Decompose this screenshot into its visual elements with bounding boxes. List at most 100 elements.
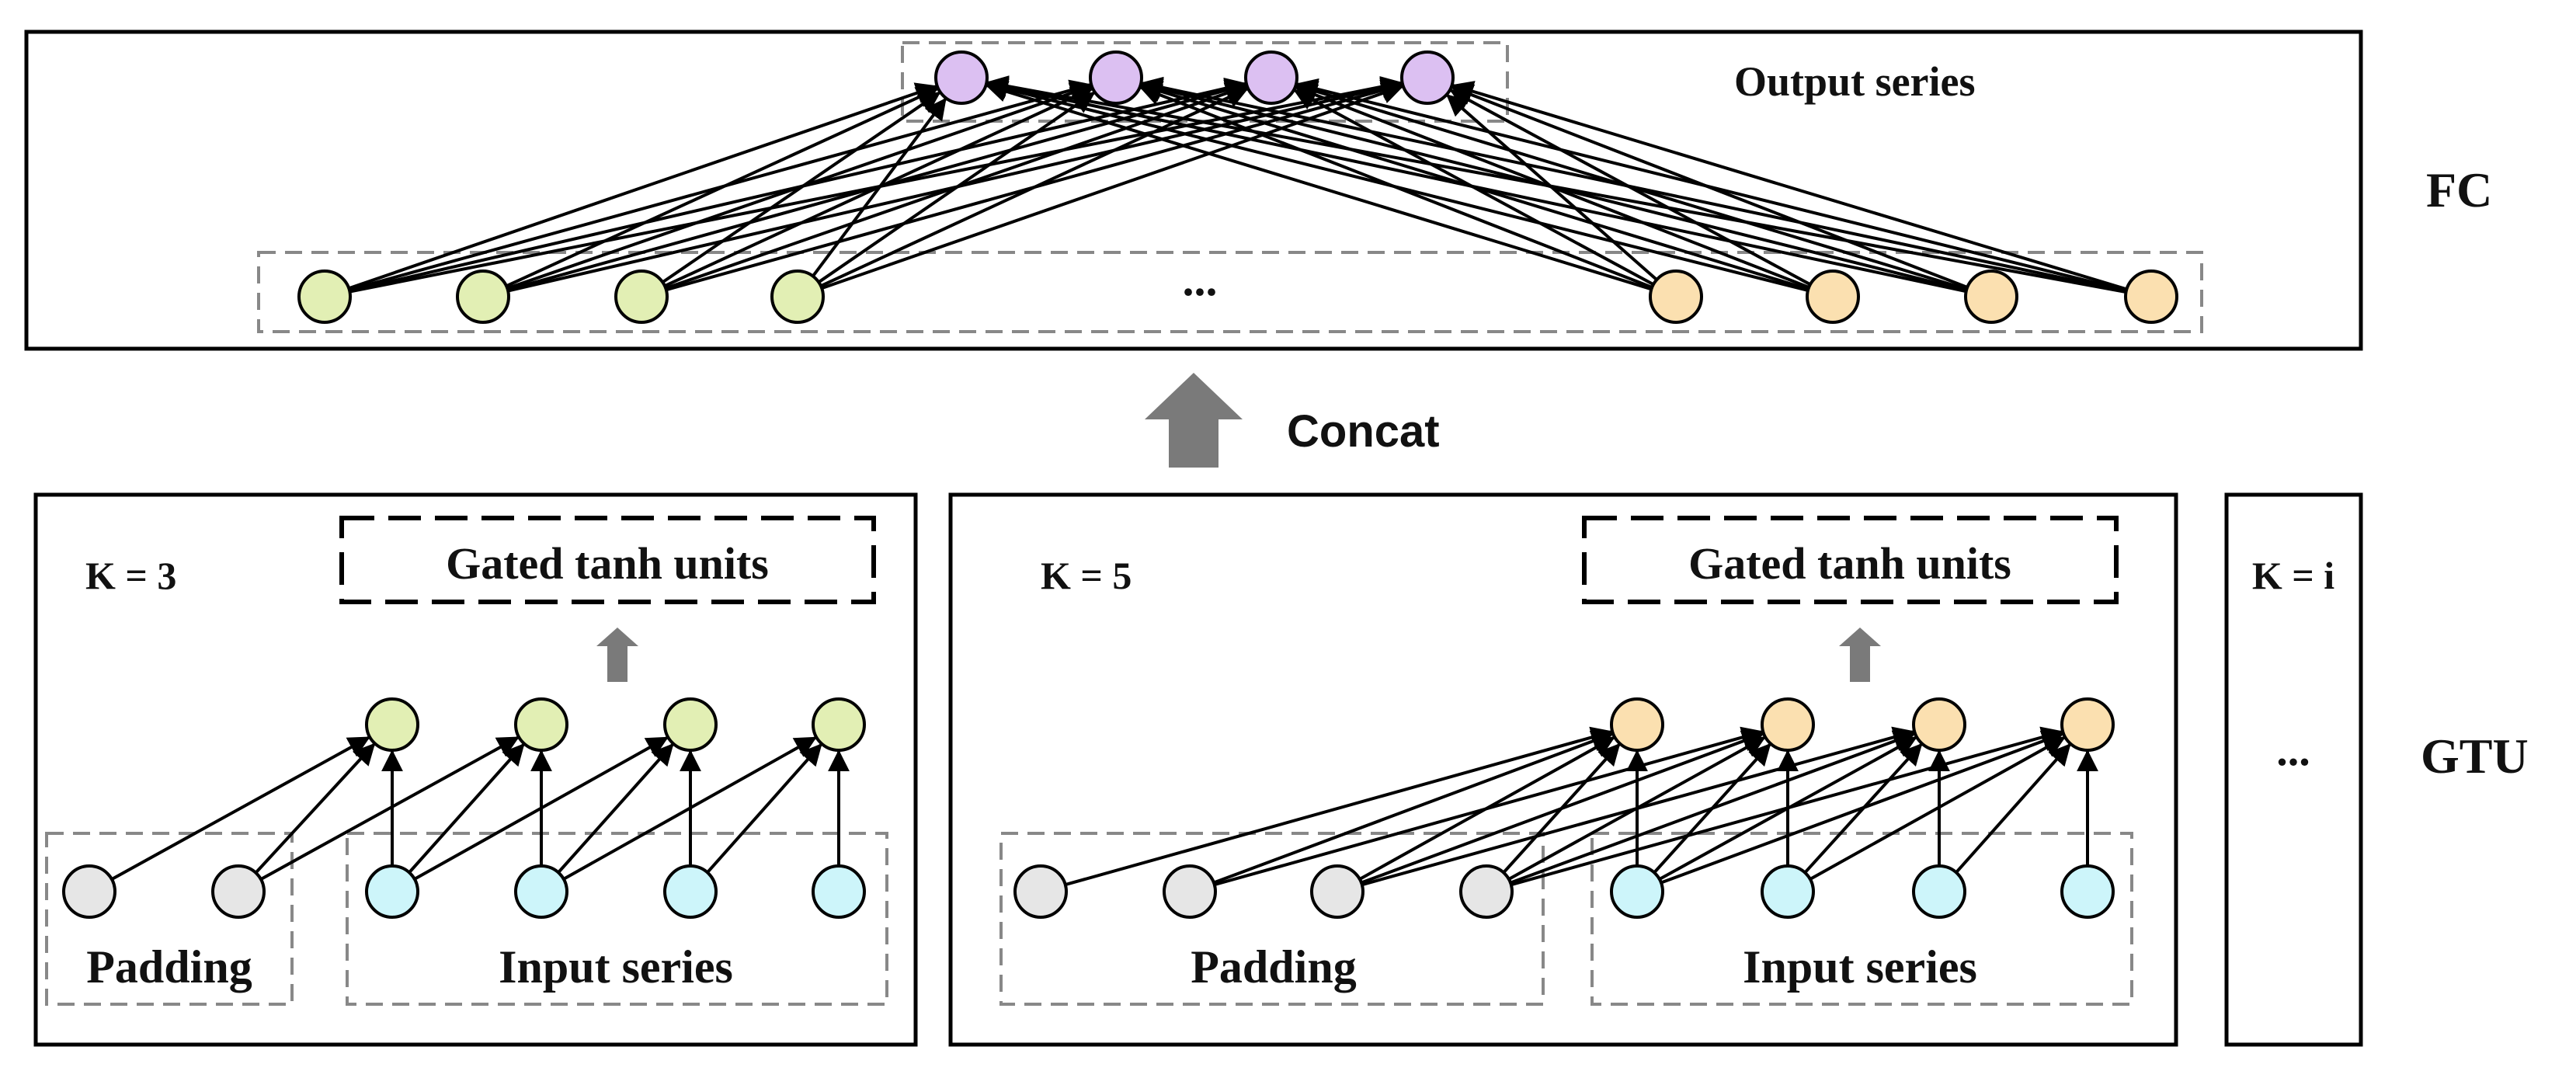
fc-input-node-green	[456, 269, 510, 324]
connection-arrow	[1451, 81, 2127, 291]
input-node	[812, 864, 866, 919]
connection-arrow	[706, 743, 822, 874]
connection-arrow	[662, 92, 941, 284]
connection-arrow	[408, 743, 525, 874]
ki-label: K = i	[2252, 554, 2334, 597]
input-node	[1610, 864, 1664, 919]
output-node	[1400, 50, 1455, 105]
padding-group-k3	[45, 832, 294, 1006]
input-group-k3	[346, 832, 888, 1006]
fc-ellipsis: ...	[1183, 254, 1218, 305]
gtu-block-k3	[33, 492, 918, 1047]
connection-arrow	[818, 92, 1096, 283]
input-node	[2060, 864, 2115, 919]
padding-node	[211, 864, 266, 919]
gtu-k3-connections	[110, 736, 850, 881]
gtu-output-node	[1761, 697, 1815, 752]
gtu-side-label: GTU	[2421, 728, 2529, 784]
fc-input-node-orange	[1806, 269, 1860, 324]
k5-label: K = 5	[1041, 554, 1132, 597]
input-group-k5	[1590, 832, 2133, 1006]
fc-nodes	[297, 50, 2178, 324]
connection-arrow	[1214, 726, 1764, 887]
padding-node	[62, 864, 116, 919]
connection-arrow	[557, 743, 674, 874]
gtu-output-node	[2060, 697, 2115, 752]
fc-input-node-orange	[2124, 269, 2178, 324]
padding-group-k5	[999, 832, 1545, 1006]
connection-arrow	[1660, 730, 2064, 885]
fc-block	[24, 30, 2363, 351]
padding-node	[1459, 864, 1514, 919]
connection-arrow	[986, 75, 2126, 294]
connection-arrow	[1295, 78, 2127, 292]
connection-arrow	[259, 736, 520, 881]
ki-ellipsis: ...	[2276, 725, 2310, 775]
gated-tanh-label-k5: Gated tanh units	[1688, 538, 2011, 589]
connection-arrow	[1510, 730, 1916, 885]
gate-arrow-k5	[1839, 628, 1881, 682]
input-node	[365, 864, 419, 919]
output-node	[934, 50, 989, 105]
output-series-label: Output series	[1734, 58, 1976, 105]
connection-arrow	[1065, 726, 1613, 887]
k3-label: K = 3	[85, 554, 176, 597]
gated-tanh-box-k5	[1582, 516, 2119, 604]
fc-input-node-green	[614, 269, 669, 324]
gtu-k5-nodes	[1013, 697, 2115, 919]
input-node	[1912, 864, 1966, 919]
fc-side-label: FC	[2426, 162, 2492, 217]
connection-arrow	[985, 81, 1653, 291]
input-node	[514, 864, 568, 919]
connection-arrow	[1955, 743, 2071, 874]
output-node	[1244, 50, 1298, 105]
padding-node	[1013, 864, 1068, 919]
gtu-k3-nodes	[62, 697, 866, 919]
concat-label: Concat	[1287, 406, 1440, 457]
connection-arrow	[821, 82, 1404, 290]
connection-arrow	[1361, 730, 1764, 885]
padding-node	[1163, 864, 1217, 919]
padding-label-k5: Padding	[1191, 941, 1356, 993]
connection-arrow	[1213, 730, 1614, 885]
input-label-k5: Input series	[1743, 941, 1977, 993]
connection-arrow	[413, 736, 669, 881]
gated-tanh-box-k3	[339, 516, 876, 604]
fc-input-node-orange	[1964, 269, 2018, 324]
gate-arrow-k3	[596, 628, 638, 682]
fc-input-node-green	[770, 269, 825, 324]
gtu-output-node	[365, 697, 419, 752]
connection-arrow	[1361, 726, 1915, 887]
connection-arrow	[1510, 726, 2063, 887]
gtu-k5-connections	[1065, 726, 2098, 887]
connection-arrow	[986, 76, 1967, 294]
connection-arrow	[1809, 736, 2066, 881]
connection-arrow	[254, 742, 376, 875]
fc-input-group	[257, 251, 2203, 333]
fc-connections	[348, 75, 2127, 294]
gtu-output-node	[812, 697, 866, 752]
connection-arrow	[986, 78, 1809, 292]
input-node	[663, 864, 718, 919]
gtu-output-node	[663, 697, 718, 752]
gtu-output-node	[1912, 697, 1966, 752]
gtu-output-node	[1610, 697, 1664, 752]
gtu-output-node	[514, 697, 568, 752]
gtu-block-ki	[2224, 492, 2363, 1047]
connection-arrow	[110, 736, 370, 881]
connection-arrow	[506, 87, 939, 288]
connection-arrow	[348, 82, 938, 290]
connection-arrow	[1140, 76, 2127, 294]
fc-input-node-green	[297, 269, 352, 324]
fc-input-node-orange	[1649, 269, 1703, 324]
connection-arrow	[812, 97, 947, 277]
output-node	[1089, 50, 1143, 105]
padding-label-k3: Padding	[86, 941, 252, 993]
input-label-k3: Input series	[499, 941, 733, 993]
connection-arrow	[562, 736, 817, 881]
padding-node	[1310, 864, 1364, 919]
concat-arrow	[1145, 373, 1243, 468]
gated-tanh-label-k3: Gated tanh units	[446, 538, 769, 589]
input-node	[1761, 864, 1815, 919]
